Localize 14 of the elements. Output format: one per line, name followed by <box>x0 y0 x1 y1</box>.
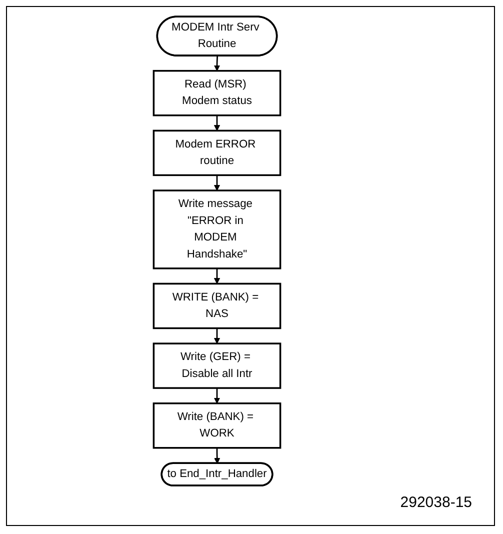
node-box: Write message "ERROR in MODEM Handshake" <box>152 190 282 270</box>
node-box: Read (MSR) Modem status <box>152 70 282 116</box>
figure-number: 292038-15 <box>400 494 472 511</box>
node-box: Write (GER) = Disable all Intr <box>152 342 282 389</box>
arrow <box>214 268 220 284</box>
arrow <box>214 328 220 344</box>
arrow <box>214 448 220 464</box>
node-box: WRITE (BANK) = NAS <box>152 282 282 330</box>
node-box: Modem ERROR routine <box>152 130 282 176</box>
node-box: Write (BANK) = WORK <box>152 402 282 449</box>
arrow <box>214 175 220 191</box>
arrow <box>214 56 220 72</box>
arrow <box>214 115 220 131</box>
arrow <box>214 388 220 404</box>
